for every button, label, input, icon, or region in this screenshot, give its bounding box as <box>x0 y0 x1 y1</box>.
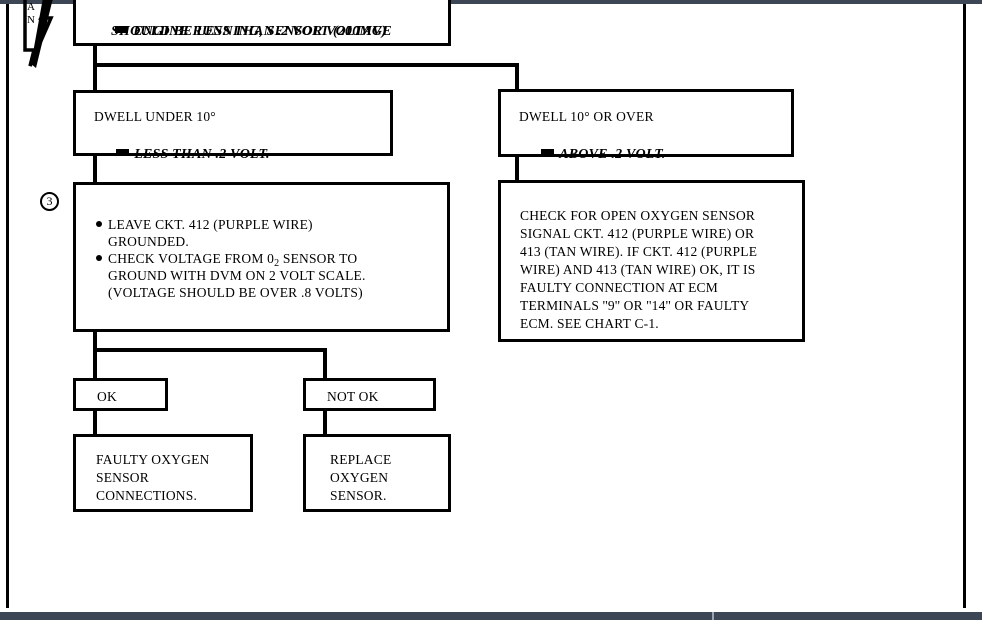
right-procedure-line-5: FAULTY CONNECTION AT ECM <box>520 280 718 295</box>
left-procedure-bullet-2-line-2: GROUND WITH DVM ON 2 VOLT SCALE. <box>108 268 366 283</box>
node-outcome-replace-sensor: REPLACE OXYGEN SENSOR. <box>303 434 451 512</box>
dwell-over-callout: ABOVE .2 VOLT. <box>519 128 665 182</box>
can-marker-letters: C A N <box>24 0 38 27</box>
connector-dwell-over-to-procedure <box>515 157 519 182</box>
outcome-faulty-line-1: FAULTY OXYGEN <box>96 452 210 467</box>
outcome-replace-line-3: SENSOR. <box>330 488 387 503</box>
dwell-over-title: DWELL 10° OR OVER <box>519 109 654 124</box>
node-left-procedure: LEAVE CKT. 412 (PURPLE WIRE) GROUNDED. C… <box>73 182 450 332</box>
dwell-under-callout: LESS THAN .2 VOLT. <box>94 128 270 182</box>
square-bullet-icon <box>541 149 555 156</box>
window-top-strip <box>0 0 982 4</box>
right-procedure-line-1: CHECK FOR OPEN OXYGEN SENSOR <box>520 208 756 223</box>
node-result-ok: OK <box>73 378 168 411</box>
outcome-faulty-line-2: SENSOR <box>96 470 149 485</box>
top-test-line1: ENGINE RUNNING, SENSOR VOLTAGE <box>93 5 392 59</box>
left-procedure-bullet-2-line-1: CHECK VOLTAGE FROM 02 SENSOR TO <box>96 250 357 272</box>
result-not-ok-label: NOT OK <box>327 389 379 404</box>
page-frame-right-rule <box>963 4 966 608</box>
left-procedure-bullet-1-line-1: LEAVE CKT. 412 (PURPLE WIRE) <box>96 216 313 233</box>
outcome-faulty-line-3: CONNECTIONS. <box>96 488 198 503</box>
connector-split-horizontal <box>93 348 327 352</box>
connector-not-ok-to-outcome <box>323 409 327 435</box>
outcome-replace-line-1: REPLACE <box>330 452 392 467</box>
node-outcome-faulty-connections: FAULTY OXYGEN SENSOR CONNECTIONS. <box>73 434 253 512</box>
page-frame-left-rule <box>6 4 9 608</box>
right-procedure-line-4: WIRE) AND 413 (TAN WIRE) OK, IT IS <box>520 262 756 277</box>
connector-ok-to-outcome <box>93 409 97 435</box>
round-bullet-icon <box>96 221 102 227</box>
square-bullet-icon <box>115 26 129 33</box>
top-test-line2: SHOULD BE LESS THAN .2 VOLT (200MV) <box>111 24 387 39</box>
connector-bus-horizontal <box>93 63 519 67</box>
outcome-replace-line-2: OXYGEN <box>330 470 389 485</box>
step-number-badge: 3 <box>40 192 59 211</box>
can-letter-n: N <box>27 14 35 26</box>
node-right-procedure: CHECK FOR OPEN OXYGEN SENSOR SIGNAL CKT.… <box>498 180 805 342</box>
result-ok-label: OK <box>97 389 117 404</box>
connector-bus-to-dwell-under <box>93 63 97 92</box>
right-procedure-line-2: SIGNAL CKT. 412 (PURPLE WIRE) OR <box>520 226 755 241</box>
node-top-sensor-voltage-test: ENGINE RUNNING, SENSOR VOLTAGE SHOULD BE… <box>73 0 451 46</box>
connector-dwell-under-to-procedure <box>93 155 97 182</box>
connector-procedure-to-split <box>93 332 97 380</box>
connector-bus-to-dwell-over <box>515 63 519 91</box>
connector-top-to-bus <box>93 43 97 67</box>
left-procedure-bullet-1-line-2: GROUNDED. <box>108 234 189 249</box>
round-bullet-icon <box>96 255 102 261</box>
can-letter-a: A <box>27 1 35 13</box>
window-bottom-strip <box>0 612 982 620</box>
node-dwell-10-or-over: DWELL 10° OR OVER ABOVE .2 VOLT. <box>498 89 794 162</box>
square-bullet-icon <box>116 149 130 156</box>
node-result-not-ok: NOT OK <box>303 378 436 411</box>
right-procedure-line-6: TERMINALS ''9'' OR ''14'' OR FAULTY <box>520 298 750 313</box>
node-dwell-under-10: DWELL UNDER 10° LESS THAN .2 VOLT. <box>73 90 393 162</box>
right-procedure-line-3: 413 (TAN WIRE). IF CKT. 412 (PURPLE <box>520 244 758 259</box>
connector-split-to-not-ok <box>323 348 327 380</box>
can-lightning-marker: C A N <box>20 0 66 80</box>
dwell-under-title: DWELL UNDER 10° <box>94 109 216 124</box>
window-bottom-seam <box>712 612 714 620</box>
right-procedure-line-7: ECM. SEE CHART C-1. <box>520 316 659 331</box>
lightning-bolt-icon <box>23 0 54 68</box>
left-procedure-bullet-2-line-3: (VOLTAGE SHOULD BE OVER .8 VOLTS) <box>108 285 363 300</box>
